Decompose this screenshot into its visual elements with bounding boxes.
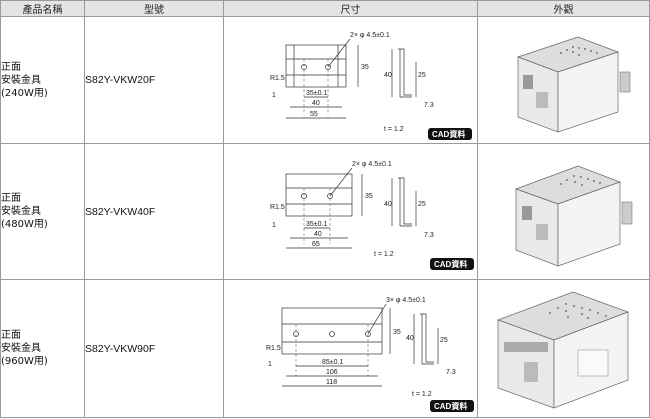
offset-label: 1 [268,361,272,368]
thickness-label: t = 1.2 [384,126,404,133]
width-mid-label: 40 [314,231,322,238]
radius-label: R1.5 [270,204,285,211]
table-row: 正面 安裝金具 (480W用) S82Y-VKW40F 2× φ 4.5±0.1… [0,143,650,280]
height-side-label: 35 [393,329,401,336]
hole-label: 2× φ 4.5±0.1 [352,161,392,168]
width-total-label: 55 [310,111,318,118]
width-total-label: 65 [312,241,320,248]
appearance-cell [477,279,650,418]
hole-label: 3× φ 4.5±0.1 [386,297,426,304]
table-row: 正面 安裝金具 (960W用) S82Y-VKW90F 3× φ 4.5±0.1… [0,279,650,418]
depth-label: 7.3 [424,102,434,109]
dimension-drawing-cell: 2× φ 4.5±0.1 R1.5 1 35±0.1 40 65 35 40 2… [223,143,478,280]
product-name-cell: 正面 安裝金具 (960W用) [0,279,85,418]
depth-label: 7.3 [446,369,456,376]
height-inner-label: 25 [440,337,448,344]
product-name-cell: 正面 安裝金具 (480W用) [0,143,85,280]
product-name-cell: 正面 安裝金具 (240W用) [0,16,85,144]
width-total-label: 118 [326,379,337,386]
height-outer-label: 40 [406,335,414,342]
width-mid-label: 40 [312,100,320,107]
dimension-drawing: 2× φ 4.5±0.1 R1.5 1 35±0.1 40 55 35 40 2… [270,32,472,140]
dimension-drawing-cell: 3× φ 4.5±0.1 R1.5 1 85±0.1 106 118 35 40… [223,279,478,418]
dimension-drawing: 2× φ 4.5±0.1 R1.5 1 35±0.1 40 65 35 40 2… [270,161,474,270]
width-inner-label: 35±0.1 [306,221,327,228]
cad-data-button[interactable]: CAD資料 [428,128,472,140]
offset-label: 1 [272,222,276,229]
height-side-label: 35 [365,193,373,200]
model-cell: S82Y-VKW90F [84,279,224,418]
dimension-drawing: 3× φ 4.5±0.1 R1.5 1 85±0.1 106 118 35 40… [266,297,474,412]
hole-label: 2× φ 4.5±0.1 [350,32,390,39]
height-inner-label: 25 [418,72,426,79]
appearance-cell [477,143,650,280]
radius-label: R1.5 [266,345,281,352]
cad-data-button[interactable]: CAD資料 [430,400,474,412]
header-dimensions: 尺寸 [223,0,478,17]
appearance-cell [477,16,650,144]
height-inner-label: 25 [418,201,426,208]
product-image [514,165,633,267]
model-cell: S82Y-VKW20F [84,16,224,144]
header-appearance: 外觀 [477,0,650,17]
width-mid-label: 106 [326,369,338,376]
dimension-drawing-cell: 2× φ 4.5±0.1 R1.5 1 35±0.1 40 55 35 40 2… [223,16,478,144]
height-outer-label: 40 [384,201,392,208]
radius-label: R1.5 [270,75,285,82]
product-image [516,36,631,133]
product-image [496,291,630,409]
svg-text:CAD資料: CAD資料 [434,401,467,411]
thickness-label: t = 1.2 [374,251,394,258]
thickness-label: t = 1.2 [412,391,432,398]
header-model: 型號 [84,0,224,17]
depth-label: 7.3 [424,232,434,239]
header-product-name: 產品名稱 [0,0,85,17]
height-outer-label: 40 [384,72,392,79]
svg-text:CAD資料: CAD資料 [434,259,467,269]
header-row: 產品名稱 型號 尺寸 外觀 [0,0,650,17]
model-cell: S82Y-VKW40F [84,143,224,280]
cad-data-button[interactable]: CAD資料 [430,258,474,270]
table-row: 正面 安裝金具 (240W用) S82Y-VKW20F 2× φ 4.5±0.1… [0,16,650,144]
width-inner-label: 85±0.1 [322,359,343,366]
svg-text:CAD資料: CAD資料 [432,129,465,139]
height-side-label: 35 [361,64,369,71]
offset-label: 1 [272,92,276,99]
width-inner-label: 35±0.1 [306,90,327,97]
